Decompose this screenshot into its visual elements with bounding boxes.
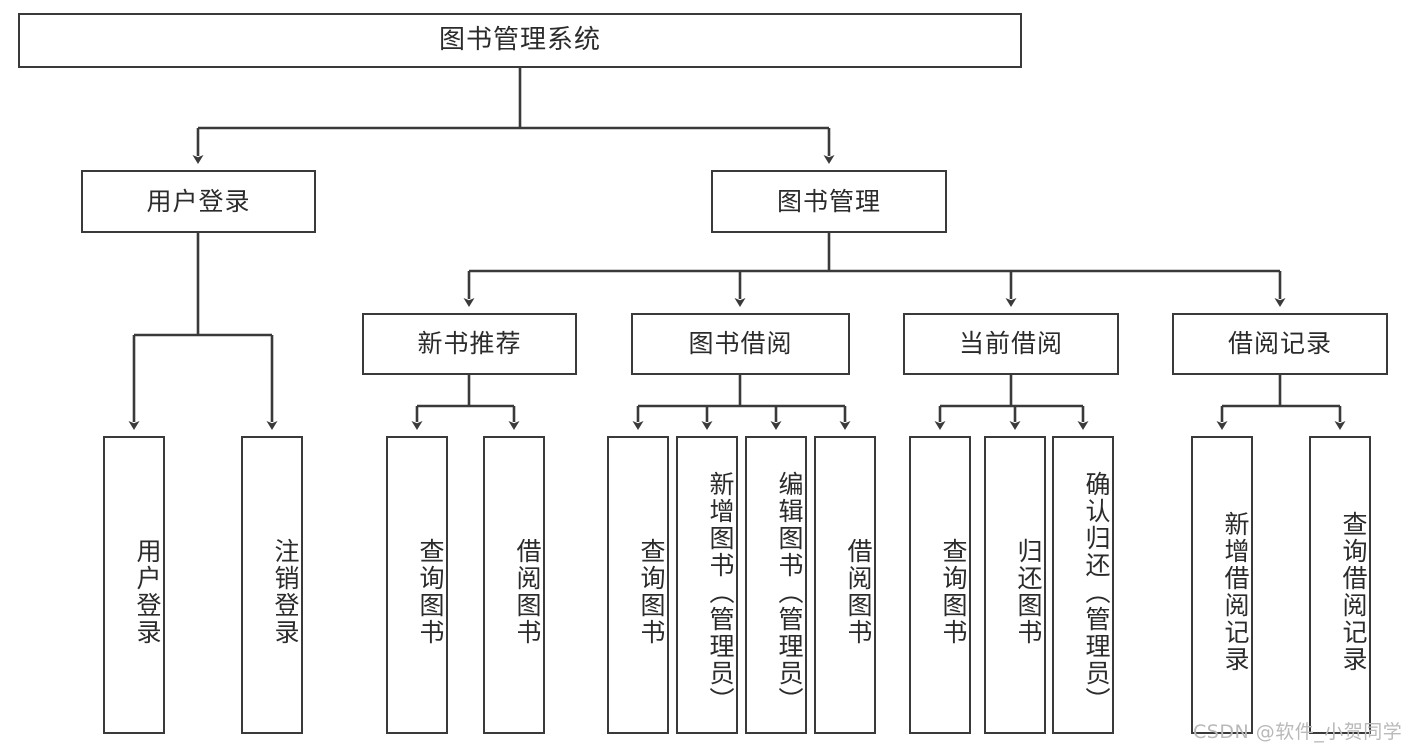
node-book-borrow[interactable]: 图书借阅	[631, 313, 850, 375]
node-leaf-query-book-current[interactable]: 查询图书	[909, 436, 971, 734]
node-user-login[interactable]: 用户登录	[81, 170, 316, 233]
node-leaf-borrow-book-new[interactable]: 借阅图书	[483, 436, 545, 734]
node-leaf-confirm-return[interactable]: 确认归还（管理员）	[1052, 436, 1114, 734]
node-leaf-logout[interactable]: 注销登录	[241, 436, 303, 734]
node-leaf-user-login[interactable]: 用户登录	[103, 436, 165, 734]
node-new-book-recommend[interactable]: 新书推荐	[362, 313, 577, 375]
node-leaf-add-record[interactable]: 新增借阅记录	[1191, 436, 1253, 734]
node-leaf-edit-book[interactable]: 编辑图书（管理员）	[745, 436, 807, 734]
node-leaf-add-book[interactable]: 新增图书（管理员）	[676, 436, 738, 734]
csdn-watermark: CSDN @软件_小贺同学	[1193, 721, 1403, 743]
node-leaf-borrow-book[interactable]: 借阅图书	[814, 436, 876, 734]
node-root[interactable]: 图书管理系统	[18, 13, 1022, 68]
node-leaf-return-book[interactable]: 归还图书	[984, 436, 1046, 734]
node-leaf-query-book-borrow[interactable]: 查询图书	[607, 436, 669, 734]
node-leaf-query-book-new[interactable]: 查询图书	[386, 436, 448, 734]
node-book-manage[interactable]: 图书管理	[711, 170, 947, 233]
node-leaf-query-record[interactable]: 查询借阅记录	[1309, 436, 1371, 734]
node-borrow-record[interactable]: 借阅记录	[1172, 313, 1388, 375]
node-current-borrow[interactable]: 当前借阅	[903, 313, 1119, 375]
